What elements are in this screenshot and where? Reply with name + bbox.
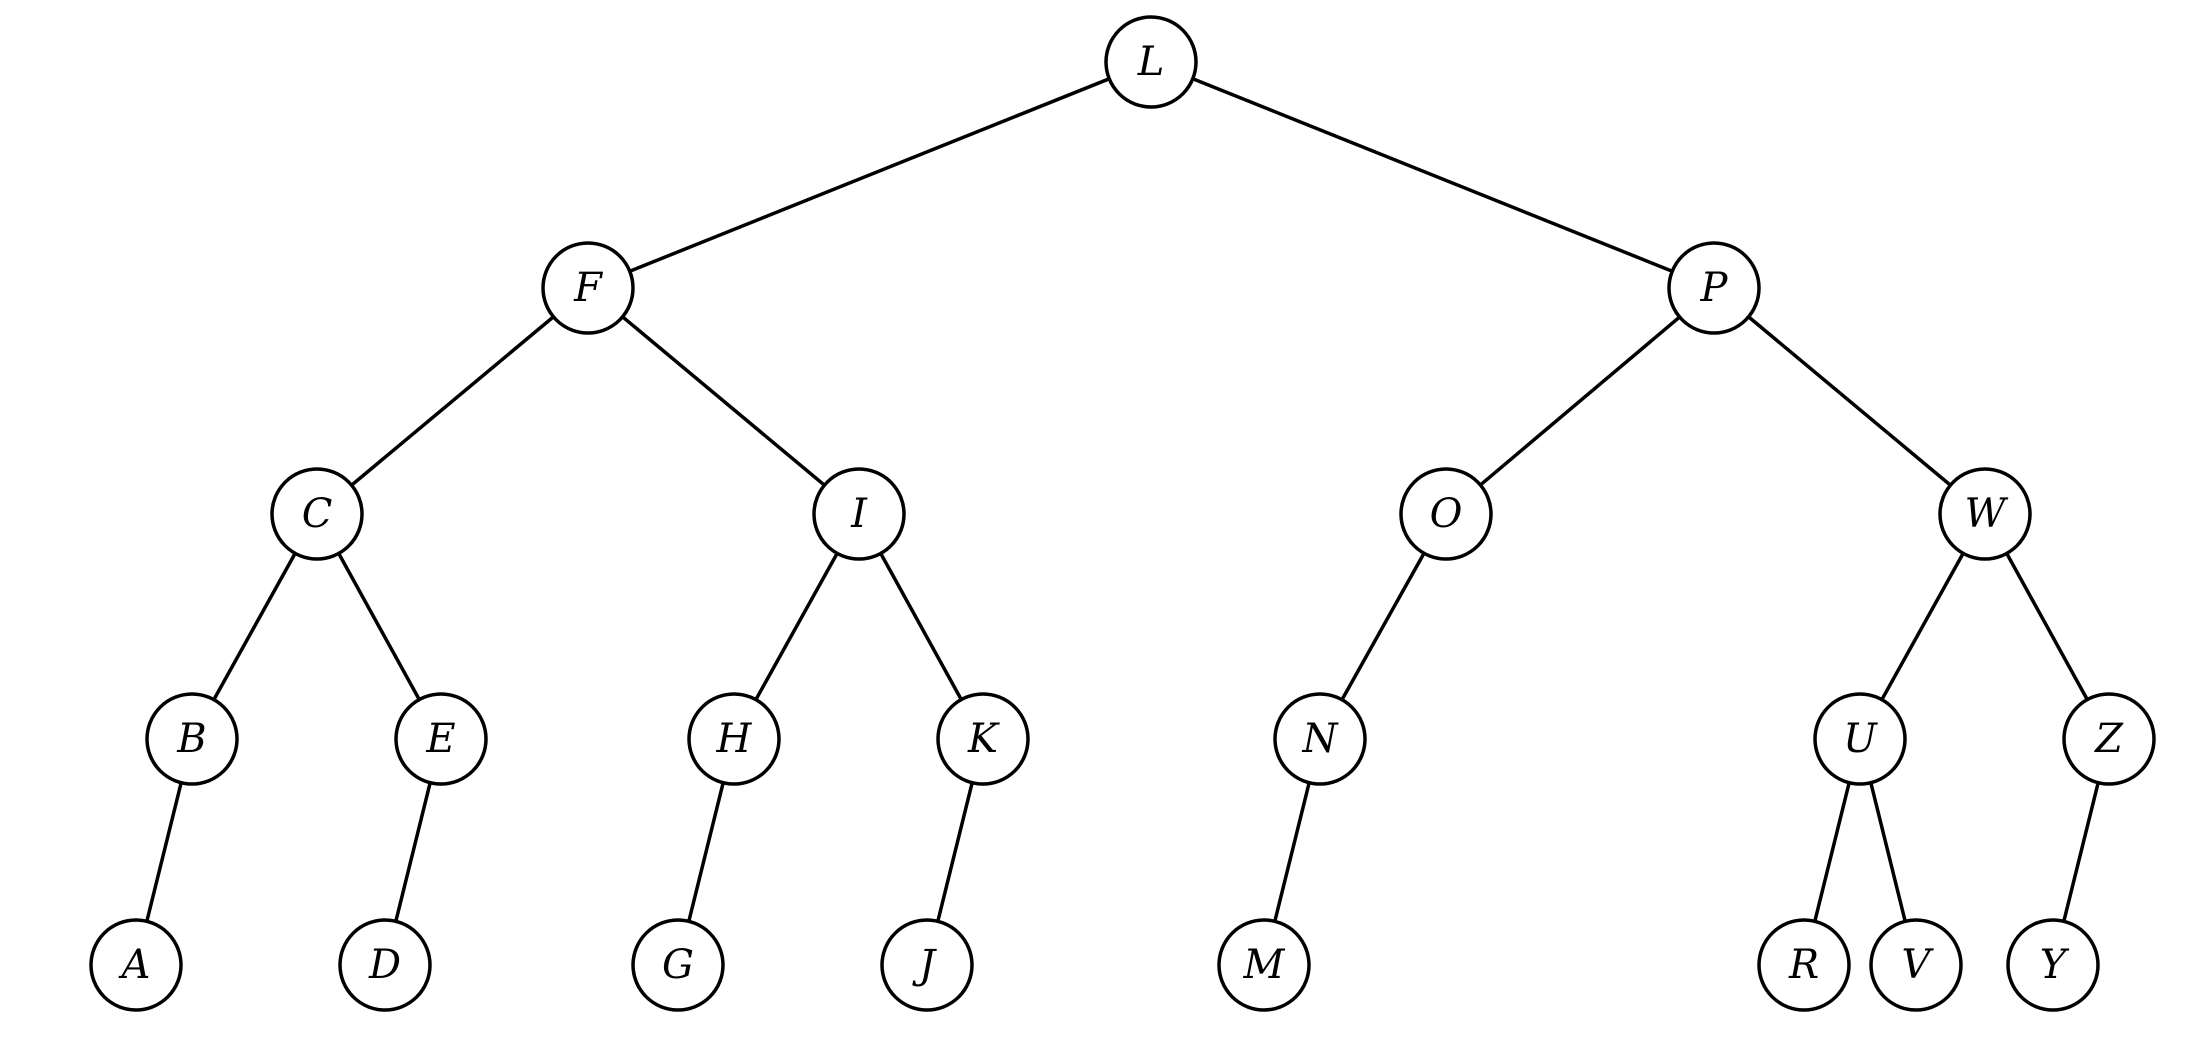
tree-nodes: L F P C I O W B E H K N U Z A D G J M R V Y: [89, 15, 2156, 1012]
tree-node-b: B: [145, 692, 239, 786]
node-label: H: [716, 716, 753, 762]
node-circle: [1938, 467, 2032, 561]
node-circle: [1273, 692, 1367, 786]
node-circle: [1869, 918, 1963, 1012]
node-circle: [1667, 241, 1761, 335]
node-circle: [1813, 692, 1907, 786]
node-label: E: [425, 716, 455, 762]
node-circle: [631, 918, 725, 1012]
node-circle: [1757, 918, 1851, 1012]
edge-f-c: [315, 286, 590, 516]
edge-l-p: [1149, 60, 1716, 290]
node-label: W: [1964, 491, 2008, 537]
tree-node-r: R: [1757, 918, 1851, 1012]
tree-node-f: F: [541, 241, 635, 335]
tree-node-v: V: [1869, 918, 1963, 1012]
node-label: K: [967, 716, 1000, 762]
node-circle: [812, 467, 906, 561]
node-circle: [2062, 692, 2156, 786]
node-label: V: [1902, 942, 1935, 988]
node-label: O: [1430, 491, 1463, 537]
node-circle: [541, 241, 635, 335]
tree-node-a: A: [89, 918, 183, 1012]
node-circle: [89, 918, 183, 1012]
tree-node-h: H: [687, 692, 781, 786]
tree-node-w: W: [1938, 467, 2032, 561]
node-circle: [338, 918, 432, 1012]
tree-node-n: N: [1273, 692, 1367, 786]
node-circle: [687, 692, 781, 786]
tree-node-k: K: [936, 692, 1030, 786]
tree-node-i: I: [812, 467, 906, 561]
node-label: A: [118, 942, 151, 988]
tree-node-e: E: [394, 692, 488, 786]
tree-node-l: L: [1104, 15, 1198, 109]
node-label: N: [1302, 716, 1340, 762]
tree-node-j: J: [880, 918, 974, 1012]
edge-p-o: [1444, 286, 1716, 516]
node-label: G: [662, 942, 694, 988]
tree-node-d: D: [338, 918, 432, 1012]
edge-l-f: [586, 60, 1153, 290]
tree-node-z: Z: [2062, 692, 2156, 786]
node-circle: [145, 692, 239, 786]
tree-node-m: M: [1217, 918, 1311, 1012]
node-label: Y: [2040, 942, 2070, 988]
node-circle: [1399, 467, 1493, 561]
node-label: I: [850, 491, 868, 537]
edge-p-w: [1712, 286, 1987, 516]
node-label: M: [1243, 942, 1286, 988]
node-label: P: [1700, 265, 1729, 311]
tree-node-u: U: [1813, 692, 1907, 786]
tree-edges: [134, 60, 2111, 967]
node-label: U: [1843, 716, 1878, 762]
node-label: D: [368, 942, 401, 988]
node-circle: [936, 692, 1030, 786]
node-label: F: [573, 265, 603, 311]
node-label: C: [302, 491, 333, 537]
tree-node-o: O: [1399, 467, 1493, 561]
node-circle: [1217, 918, 1311, 1012]
node-circle: [394, 692, 488, 786]
node-circle: [270, 467, 364, 561]
node-label: R: [1788, 942, 1819, 988]
tree-node-g: G: [631, 918, 725, 1012]
tree-node-y: Y: [2006, 918, 2100, 1012]
edge-f-i: [586, 286, 861, 516]
node-circle: [880, 918, 974, 1012]
node-label: Z: [2093, 716, 2124, 762]
node-circle: [2006, 918, 2100, 1012]
tree-node-c: C: [270, 467, 364, 561]
node-label: L: [1137, 39, 1165, 85]
node-label: B: [176, 716, 206, 762]
node-circle: [1104, 15, 1198, 109]
tree-node-p: P: [1667, 241, 1761, 335]
